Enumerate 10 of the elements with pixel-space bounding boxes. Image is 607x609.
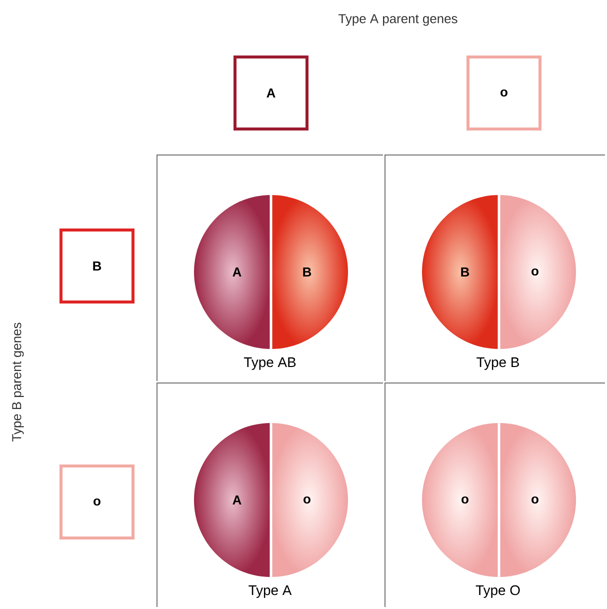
blood-cell-drawing: o o bbox=[462, 423, 538, 577]
axis-title: Type A parent genes bbox=[338, 14, 458, 26]
gene-box: A bbox=[234, 56, 308, 130]
axis-title: Type B parent genes bbox=[12, 322, 24, 442]
blood-cell-drawing: B o bbox=[461, 195, 538, 349]
blood-cell-drawing: A o bbox=[232, 423, 310, 577]
gene-box: B bbox=[60, 228, 134, 304]
gene-box: o bbox=[466, 56, 542, 130]
blood-cell-drawing: A B bbox=[232, 195, 312, 349]
gene-box: o bbox=[60, 464, 134, 540]
